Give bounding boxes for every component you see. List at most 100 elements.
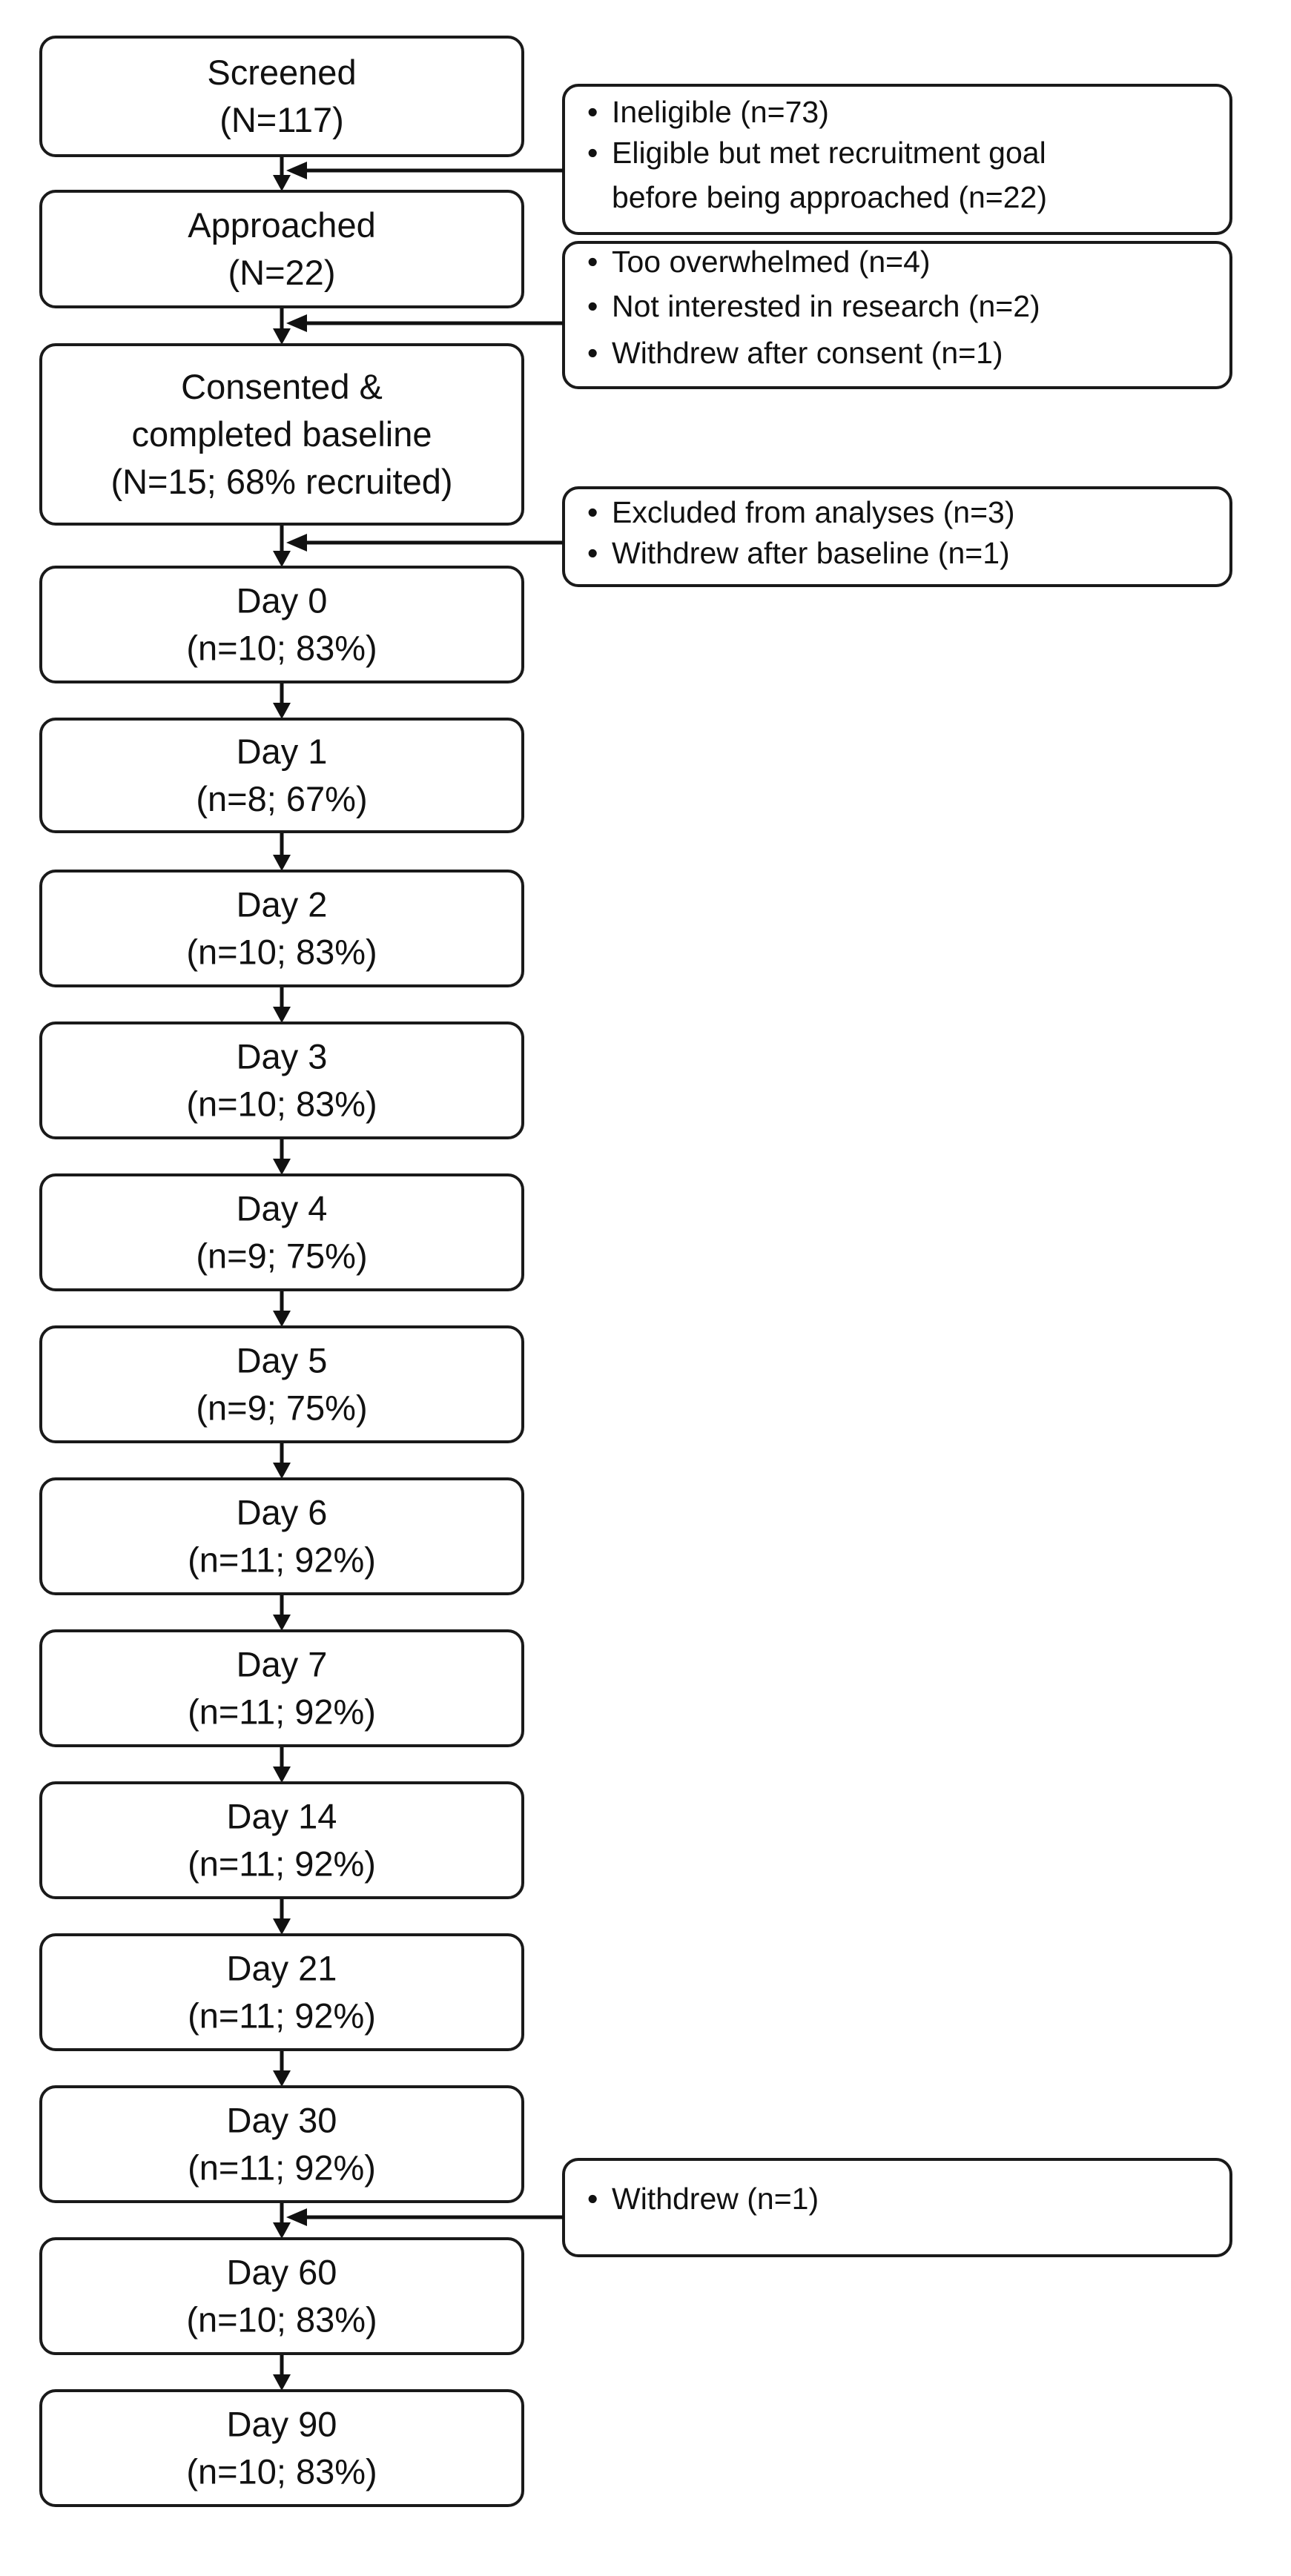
down-arrowhead bbox=[273, 1767, 291, 1783]
left-arrowhead bbox=[286, 534, 307, 552]
stage-box-border bbox=[39, 1629, 524, 1747]
stage-title: Day 2 bbox=[237, 885, 328, 924]
stage-box: Day 90 (n=10; 83%) bbox=[39, 2389, 524, 2507]
stage-title: Day 30 bbox=[227, 2101, 337, 2140]
down-arrowhead bbox=[273, 328, 291, 345]
stage-box: Day 1(n=8; 67%) bbox=[39, 718, 524, 833]
exclusion-reason: Excluded from analyses (n=3) bbox=[612, 495, 1015, 529]
left-arrowhead bbox=[286, 162, 307, 179]
stage-box: Day 2 (n=10; 83%) bbox=[39, 870, 524, 987]
stage-box: Day 3 (n=10; 83%) bbox=[39, 1022, 524, 1139]
down-arrowhead bbox=[273, 1615, 291, 1631]
down-arrowhead bbox=[273, 1311, 291, 1327]
stage-box-border bbox=[39, 190, 524, 308]
stage-box-border bbox=[39, 343, 524, 526]
stage-title: Day 14 bbox=[227, 1797, 337, 1836]
stage-box: Day 21(n=11; 92%) bbox=[39, 1933, 524, 2051]
bullet-marker: • bbox=[587, 95, 598, 129]
down-arrowhead bbox=[273, 855, 291, 871]
down-arrowhead bbox=[273, 1918, 291, 1935]
bullet-marker: • bbox=[587, 536, 598, 570]
stage-box-border bbox=[39, 1325, 524, 1443]
stage-detail: (n=10; 83%) bbox=[186, 629, 377, 668]
stage-box: Approached (N=22) bbox=[39, 190, 524, 308]
down-arrowhead bbox=[273, 1007, 291, 1023]
exclusion-reason: Withdrew (n=1) bbox=[612, 2182, 819, 2216]
stage-title: Screened bbox=[207, 53, 356, 92]
stage-box: Day 6 (n=11; 92%) bbox=[39, 1477, 524, 1595]
stage-box: Consented & completed baseline (N=15; 68% … bbox=[39, 343, 524, 526]
down-arrowhead bbox=[273, 1159, 291, 1175]
bullet-marker: • bbox=[587, 495, 598, 529]
stage-title: Day 7 bbox=[237, 1645, 328, 1684]
left-arrowhead bbox=[286, 2208, 307, 2226]
stage-box: Day 4 (n=9; 75%) bbox=[39, 1173, 524, 1291]
exclusion-reason: Too overwhelmed (n=4) bbox=[612, 245, 931, 279]
down-arrowhead bbox=[273, 2222, 291, 2239]
stage-box: Day 60 (n=10; 83%) bbox=[39, 2237, 524, 2355]
stage-box: Day 14 (n=11; 92%) bbox=[39, 1781, 524, 1899]
stage-box: Screened (N=117) bbox=[39, 36, 524, 157]
stage-box-border bbox=[39, 1173, 524, 1291]
stage-detail: (n=11; 92%) bbox=[188, 1692, 376, 1732]
stage-detail: (n=10; 83%) bbox=[186, 933, 377, 972]
stage-title: Day 21 bbox=[227, 1949, 337, 1988]
down-arrowhead bbox=[273, 1463, 291, 1479]
stage-detail: (N=22) bbox=[228, 253, 336, 292]
exclusion-box: •Excluded from analyses (n=3)•Withdrew a… bbox=[286, 486, 1232, 587]
stage-detail: (n=8; 67%) bbox=[196, 779, 367, 818]
exclusion-reason: Ineligible (n=73) bbox=[612, 95, 829, 129]
exclusion-box-border bbox=[562, 84, 1232, 235]
stage-detail: (n=10; 83%) bbox=[186, 1085, 377, 1124]
stage-detail: (n=10; 83%) bbox=[186, 2300, 377, 2340]
stage-detail: (N=117) bbox=[219, 100, 344, 139]
down-arrowhead bbox=[273, 703, 291, 719]
stage-box-border bbox=[39, 566, 524, 683]
down-arrowhead bbox=[273, 2374, 291, 2391]
stage-box: Day 5 (n=9; 75%) bbox=[39, 1325, 524, 1443]
bullet-marker: • bbox=[587, 289, 598, 323]
down-arrowhead bbox=[273, 175, 291, 191]
stage-detail: (n=11; 92%) bbox=[188, 2148, 376, 2188]
bullet-marker: • bbox=[587, 2182, 598, 2216]
stage-title: Day 60 bbox=[227, 2253, 337, 2292]
stage-title: Day 90 bbox=[227, 2405, 337, 2444]
stage-title: Day 6 bbox=[237, 1493, 328, 1532]
stage-box: Day 0(n=10; 83%) bbox=[39, 566, 524, 683]
stage-title: Consented & bbox=[181, 367, 383, 406]
exclusion-reason: Not interested in research (n=2) bbox=[612, 289, 1040, 323]
exclusion-box-border bbox=[562, 2158, 1232, 2257]
bullet-marker: • bbox=[587, 136, 598, 170]
stage-box-border bbox=[39, 2389, 524, 2507]
down-arrowhead bbox=[273, 2070, 291, 2087]
exclusion-box: • Too overwhelmed (n=4) • Not interested in… bbox=[286, 241, 1232, 389]
stage-box: Day 7 (n=11; 92%) bbox=[39, 1629, 524, 1747]
stage-title: Day 3 bbox=[237, 1037, 328, 1076]
stage-box-border bbox=[39, 2085, 524, 2203]
stage-title: Approached bbox=[188, 205, 375, 245]
connector-group bbox=[273, 156, 291, 2391]
stage-detail: completed baseline bbox=[132, 414, 432, 454]
stage-detail: (n=10; 83%) bbox=[186, 2452, 377, 2491]
stage-box-border bbox=[39, 870, 524, 987]
exclusion-box-border bbox=[562, 486, 1232, 587]
exclusion-reason: Withdrew after consent (n=1) bbox=[612, 336, 1003, 370]
stage-detail: (n=11; 92%) bbox=[188, 1844, 376, 1884]
stage-box-border bbox=[39, 1781, 524, 1899]
stage-detail: (n=9; 75%) bbox=[196, 1388, 367, 1428]
stage-box-border bbox=[39, 718, 524, 833]
stage-title: Day 5 bbox=[237, 1341, 328, 1380]
exclusion-box: • Ineligible (n=73) • Eligible but met recr… bbox=[286, 84, 1232, 235]
bullet-marker: • bbox=[587, 245, 598, 279]
exclusion-reason: Eligible but met recruitment goal bbox=[612, 136, 1046, 170]
stage-box-border bbox=[39, 1022, 524, 1139]
stage-detail: (N=15; 68% recruited) bbox=[110, 462, 452, 501]
stage-detail: (n=11; 92%) bbox=[188, 1540, 376, 1580]
left-arrowhead bbox=[286, 314, 307, 332]
stage-detail: (n=9; 75%) bbox=[196, 1236, 367, 1276]
stage-title: Day 4 bbox=[237, 1189, 328, 1228]
stage-box: Day 30 (n=11; 92%) bbox=[39, 2085, 524, 2203]
exclusion-box-border bbox=[562, 241, 1232, 389]
stage-box-border bbox=[39, 36, 524, 157]
